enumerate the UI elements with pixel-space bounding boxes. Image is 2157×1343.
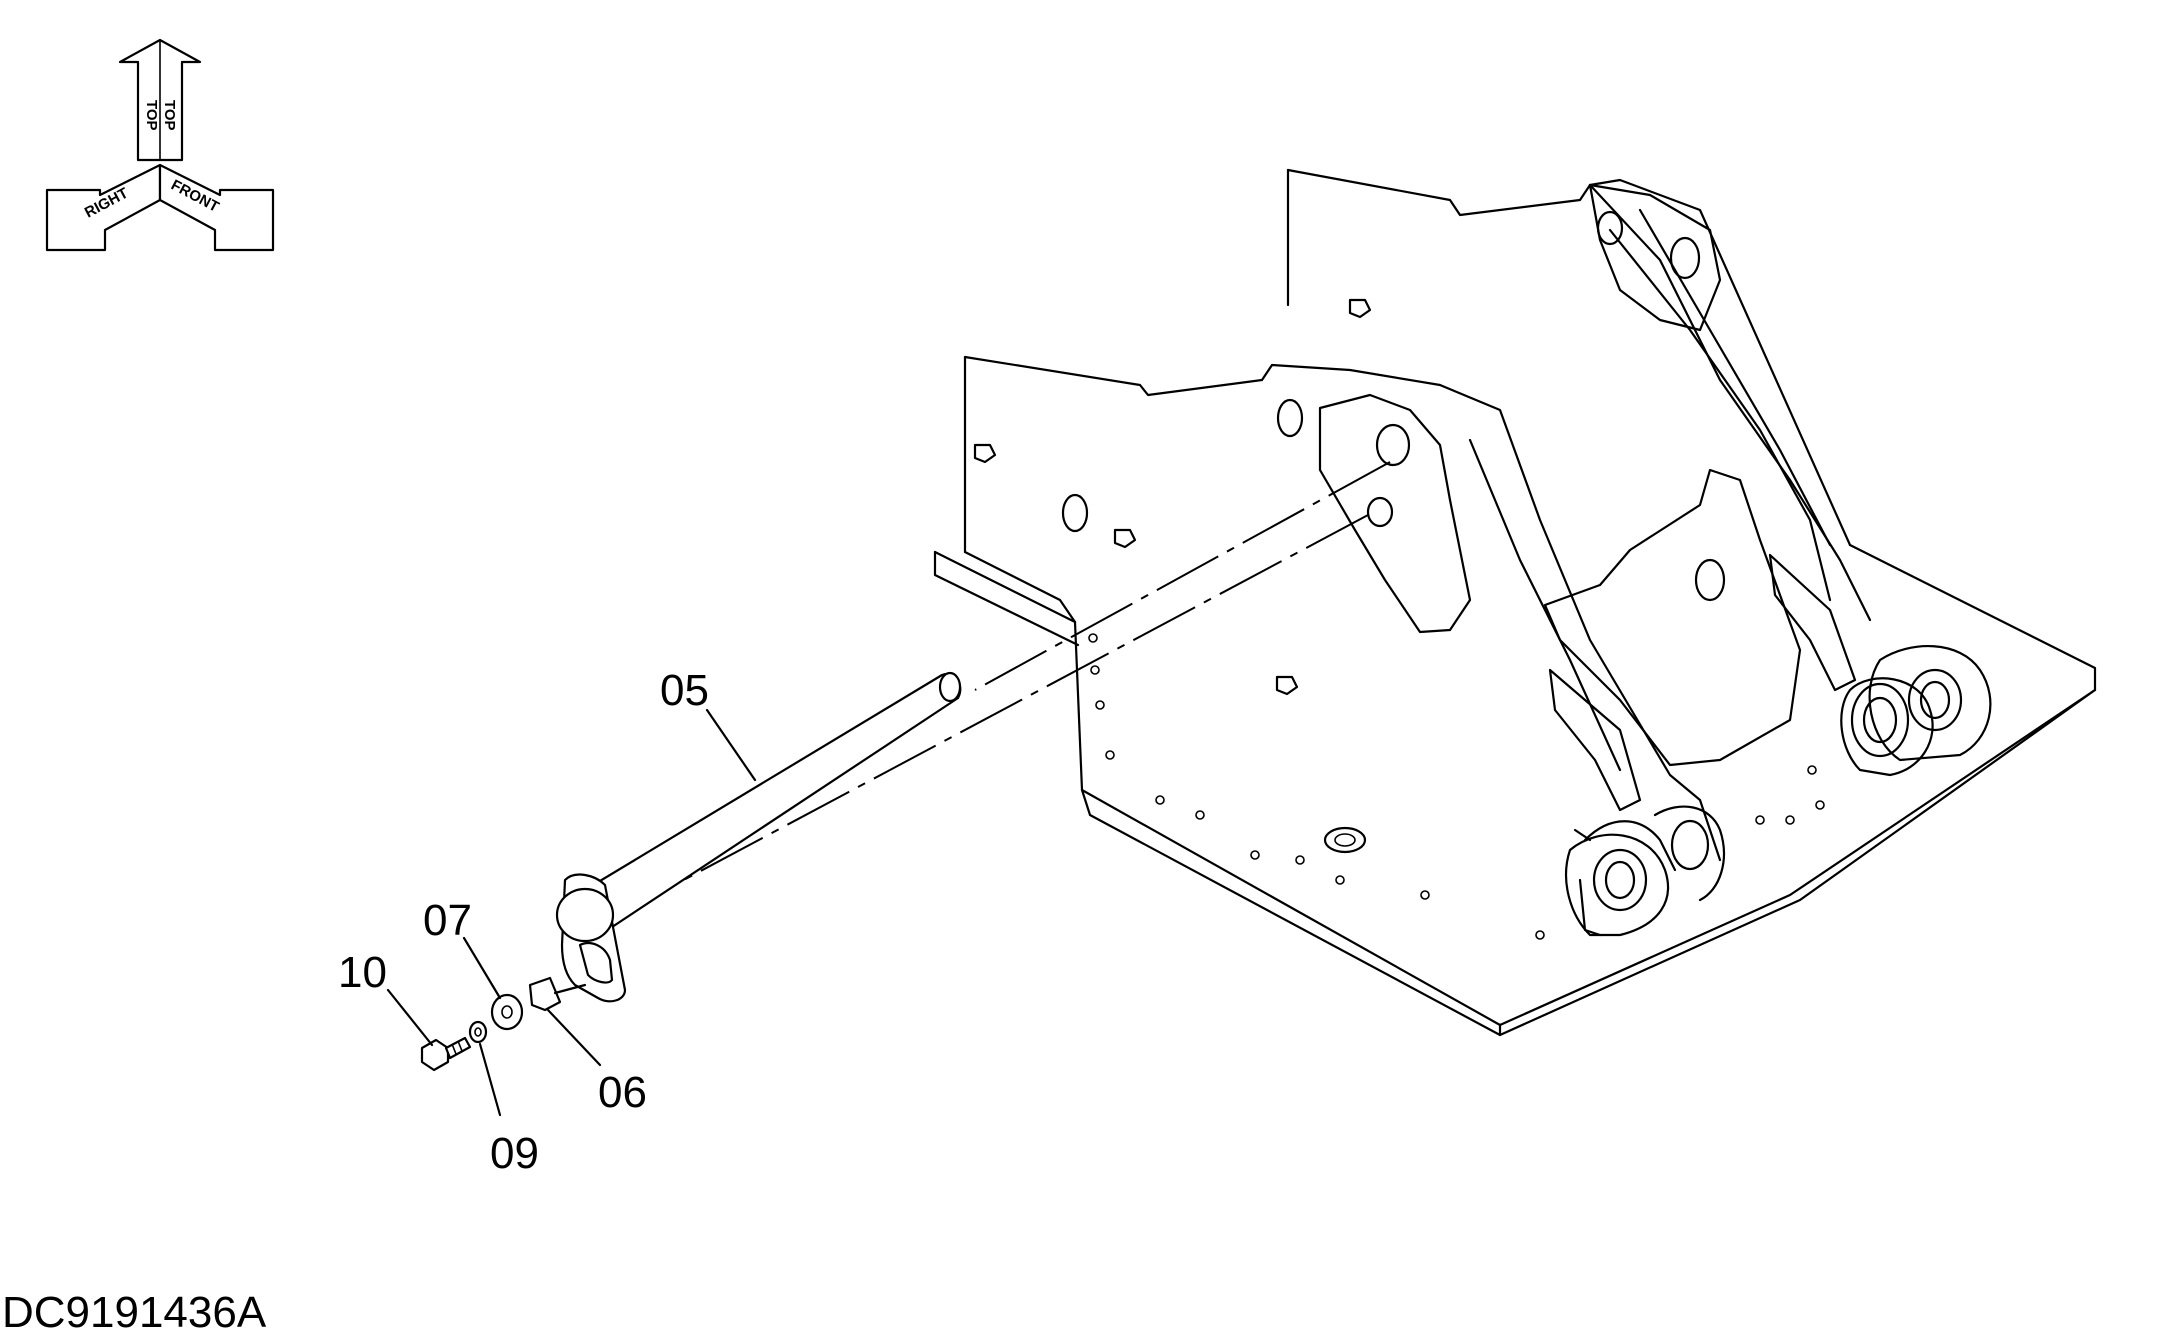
frame-assembly (933, 168, 2097, 1037)
callout-06: 06 (598, 1068, 647, 1117)
callout-05: 05 (660, 666, 709, 715)
spring-washer-part-09 (468, 1020, 488, 1044)
pin-part-05 (555, 671, 962, 1003)
pin-plate-slot (578, 942, 614, 984)
washer-part-07 (490, 993, 524, 1031)
front-side-plate (963, 355, 1442, 397)
base-plate (933, 543, 2097, 1027)
callout-09: 09 (490, 1129, 539, 1178)
diagram-code: DC9191436A (2, 1288, 267, 1337)
front-boss (1318, 393, 1472, 634)
orientation-indicator: TOP TOP RIGHT FRONT (45, 38, 275, 252)
lock-plate-part-06 (528, 976, 562, 1012)
callout-07: 07 (423, 896, 472, 945)
base-plate-holes (1088, 633, 1825, 940)
rear-side-plate (1286, 168, 1852, 547)
leader-lines (386, 708, 757, 1117)
front-arrow-icon (158, 163, 275, 252)
callout-10: 10 (338, 948, 387, 997)
front-lug-right (1565, 833, 1670, 937)
inner-opening (1543, 468, 1802, 767)
centerline-lower (589, 514, 1369, 931)
centerline-upper (974, 461, 1391, 691)
rear-lug-right (1868, 645, 1992, 762)
pin-hole-upper (1375, 423, 1411, 467)
pin-hole-lower (1366, 496, 1394, 528)
top-label-mirror: TOP (161, 100, 178, 131)
front-web (1438, 383, 1722, 862)
rear-lug-left (1840, 677, 1934, 777)
rear-boss (1588, 183, 1722, 332)
top-label: TOP (143, 100, 160, 131)
bolt-part-10 (420, 1036, 472, 1072)
